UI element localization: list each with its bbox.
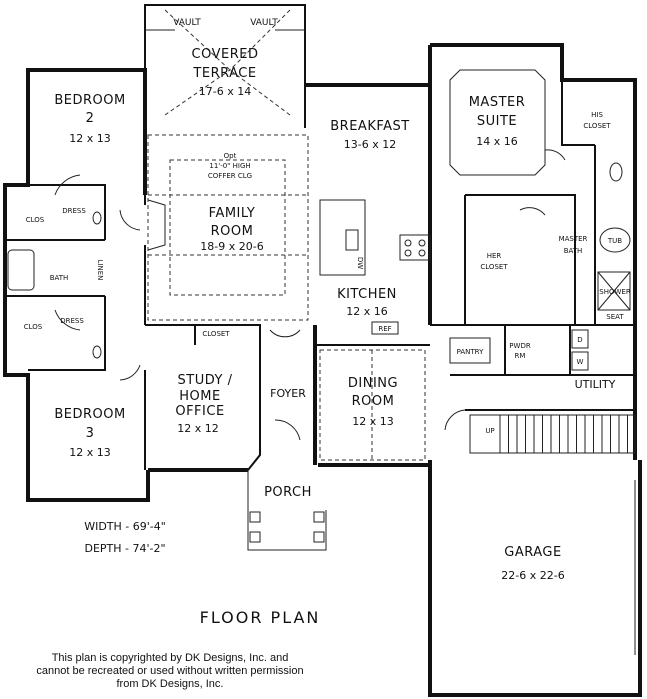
floor-plan-title: FLOOR PLAN <box>200 608 321 627</box>
dress-lower-label: DRESS <box>60 317 84 325</box>
breakfast-name: BREAKFAST <box>330 119 409 134</box>
cooktop <box>399 234 431 261</box>
pwdr-name-2: RM <box>515 352 526 360</box>
shower-stall <box>597 271 631 311</box>
master-toilet <box>609 162 623 182</box>
bedroom3-name-1: BEDROOM <box>54 407 125 422</box>
porch-columns <box>247 470 327 551</box>
covered-terrace-name-2: TERRACE <box>192 66 256 81</box>
porch-label: PORCH <box>264 485 312 500</box>
coffer-ceiling-lines <box>147 134 309 321</box>
his-closet-name-1: HIS <box>591 111 603 119</box>
washer-label: W <box>577 358 584 366</box>
master-tub <box>599 227 631 253</box>
door-swings <box>54 149 566 441</box>
coffer-line-2: 11'-0" HIGH <box>209 162 250 170</box>
study-name-1: STUDY / <box>178 373 233 388</box>
exterior-walls <box>3 4 642 697</box>
dining-coffer-lines <box>319 349 426 461</box>
clos-upper-label: CLOS <box>26 216 45 224</box>
terrace-vault-lines <box>145 9 305 116</box>
fireplace <box>147 199 166 251</box>
his-closet-name-2: CLOSET <box>583 122 611 130</box>
stairs <box>469 414 636 454</box>
pantry-label: PANTRY <box>457 348 484 356</box>
bath-label: BATH <box>50 274 69 282</box>
family-room-name-1: FAMILY <box>209 206 256 221</box>
master-bath-name-1: MASTER <box>559 235 588 243</box>
width-dimension: WIDTH - 69'-4" <box>84 520 166 533</box>
copyright-notice: This plan is copyrighted by DK Designs, … <box>10 652 330 691</box>
copyright-line-2: cannot be recreated or used without writ… <box>36 665 304 677</box>
copyright-line-3: from DK Designs, Inc. <box>116 678 224 690</box>
stairs-up-label: UP <box>485 427 494 435</box>
seat-label: SEAT <box>606 313 624 321</box>
covered-terrace-dims: 17-6 x 14 <box>199 85 251 98</box>
closet-label: CLOSET <box>202 330 230 338</box>
sink-upper <box>92 211 102 225</box>
kitchen-name: KITCHEN <box>337 287 397 302</box>
foyer-label: FOYER <box>270 387 306 400</box>
study-name-3: OFFICE <box>175 404 224 419</box>
vault-label-right: VAULT <box>250 18 278 28</box>
master-suite-tray <box>449 69 546 176</box>
linen-label: LINEN <box>96 260 104 281</box>
stairs-outline <box>469 414 636 454</box>
breakfast-dims: 13-6 x 12 <box>344 138 396 151</box>
clos-lower-label: CLOS <box>24 323 43 331</box>
dishwasher-label: DW <box>356 257 364 269</box>
depth-dimension: DEPTH - 74'-2" <box>84 542 165 555</box>
garage-name: GARAGE <box>504 545 561 560</box>
dress-upper-label: DRESS <box>62 207 86 215</box>
master-bath-name-2: BATH <box>564 247 583 255</box>
dining-name-1: DINING <box>348 376 398 391</box>
coffer-line-3: COFFER CLG <box>208 172 252 180</box>
master-suite-name-1: MASTER <box>469 95 526 110</box>
master-suite-dims: 14 x 16 <box>476 135 518 148</box>
dryer-label: D <box>577 336 582 344</box>
coffer-line-1: Opt <box>224 152 237 160</box>
kitchen-dims: 12 x 16 <box>346 305 388 318</box>
covered-terrace-name-1: COVERED <box>192 47 259 62</box>
tub-label: TUB <box>607 237 622 245</box>
shower-label: SHOWER <box>599 288 631 296</box>
ref-label: REF <box>378 325 391 333</box>
master-suite-name-2: SUITE <box>477 114 517 129</box>
her-closet-name-2: CLOSET <box>480 263 508 271</box>
vault-label-left: VAULT <box>173 18 201 28</box>
pwdr-name-1: PWDR <box>509 342 531 350</box>
dining-name-2: ROOM <box>352 394 395 409</box>
interior-walls <box>5 45 635 471</box>
bedroom3-name-2: 3 <box>86 426 95 441</box>
her-closet-name-1: HER <box>487 252 502 260</box>
bedroom2-name-2: 2 <box>86 111 95 126</box>
kitchen-island <box>319 199 366 276</box>
copyright-line-1: This plan is copyrighted by DK Designs, … <box>51 652 289 664</box>
utility-label: UTILITY <box>575 378 616 391</box>
bedroom2-name-1: BEDROOM <box>54 93 125 108</box>
study-dims: 12 x 12 <box>177 422 219 435</box>
hall-bathtub <box>7 249 35 291</box>
bedroom3-dims: 12 x 13 <box>69 446 111 459</box>
family-room-dims: 18-9 x 20-6 <box>200 240 263 253</box>
study-name-2: HOME <box>179 389 220 404</box>
family-room-name-2: ROOM <box>211 224 254 239</box>
dining-dims: 12 x 13 <box>352 415 394 428</box>
sink-lower <box>92 345 102 359</box>
garage-dims: 22-6 x 22-6 <box>501 569 564 582</box>
bedroom2-dims: 12 x 13 <box>69 132 111 145</box>
